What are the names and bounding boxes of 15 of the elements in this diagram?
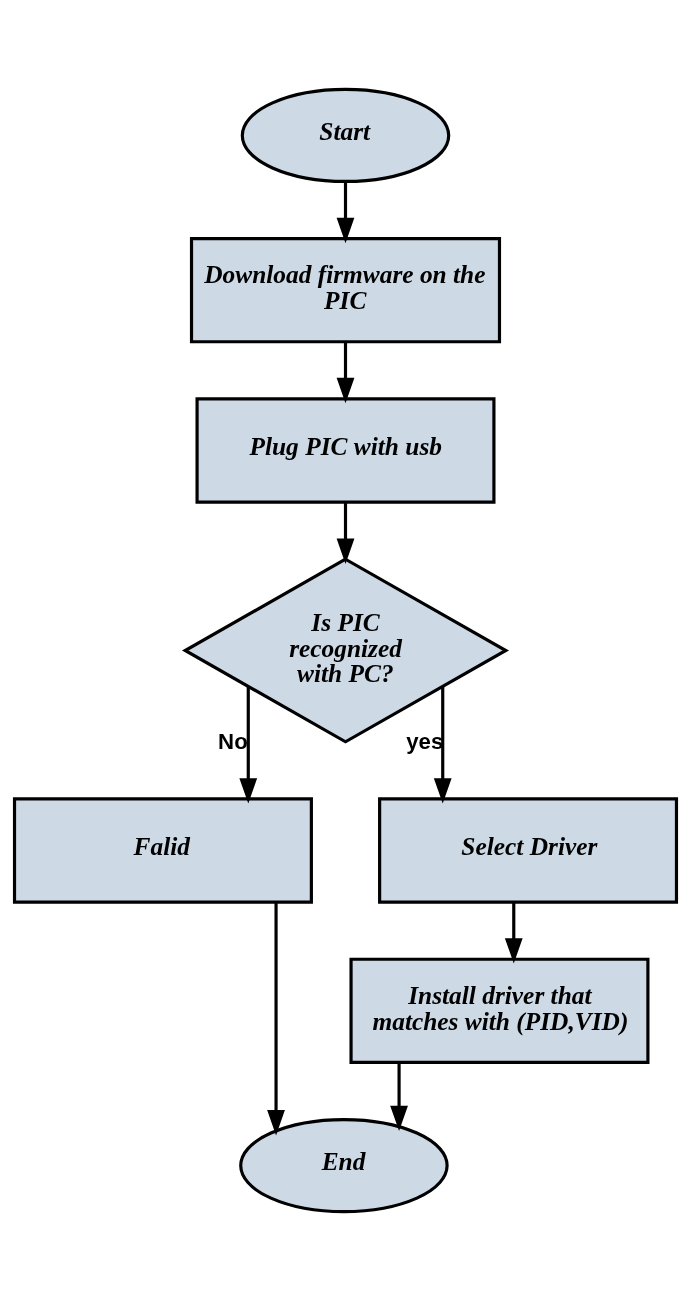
node-ellipse: Start bbox=[240, 87, 451, 183]
arrow bbox=[433, 686, 452, 804]
node-box: Download firmware on the PIC bbox=[189, 237, 502, 344]
arrow bbox=[336, 181, 355, 244]
arrow bbox=[267, 902, 285, 1136]
arrow bbox=[336, 502, 355, 564]
node-box: Install driver that matches with (PID,VID) bbox=[349, 957, 650, 1064]
node-box: Select Driver bbox=[378, 797, 679, 904]
node-ellipse: End bbox=[239, 1118, 449, 1214]
node-box: Falid bbox=[12, 797, 313, 904]
arrow bbox=[390, 1062, 408, 1132]
arrow bbox=[336, 341, 355, 404]
node-box: Plug PIC with usb bbox=[195, 397, 496, 504]
arrow bbox=[504, 902, 523, 964]
arrow bbox=[239, 686, 258, 804]
